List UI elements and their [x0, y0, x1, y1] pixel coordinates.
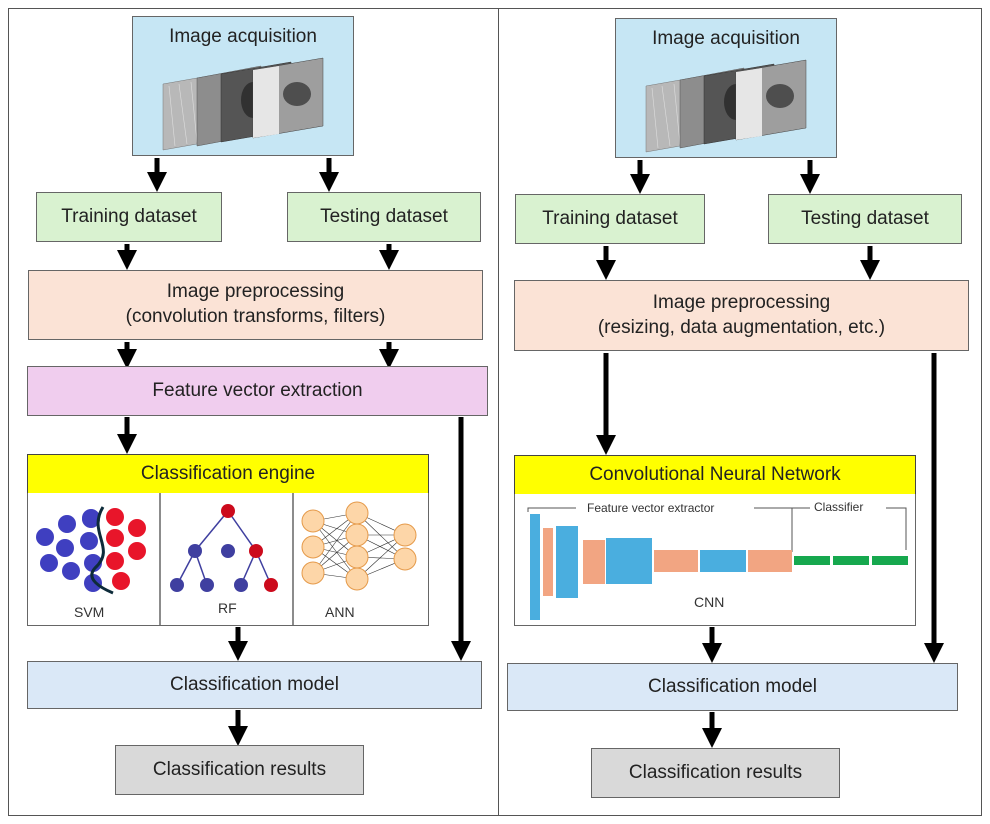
left-image-preprocessing-box: Image preprocessing (convolution transfo…: [28, 270, 483, 340]
left-classification-model-box: Classification model: [27, 661, 482, 709]
right-testing-dataset-label: Testing dataset: [801, 207, 929, 229]
left-testing-dataset-box: Testing dataset: [287, 192, 481, 242]
right-preprocessing-detail: (resizing, data augmentation, etc.): [597, 316, 886, 338]
feature-vector-extraction-box: Feature vector extraction: [27, 366, 488, 416]
left-preprocessing-title: Image preprocessing: [166, 281, 345, 303]
left-classification-results-box: Classification results: [115, 745, 364, 795]
right-classification-results-box: Classification results: [591, 748, 840, 798]
right-image-acquisition-label: Image acquisition: [652, 28, 800, 49]
svm-diagram: [36, 506, 146, 595]
right-image-stack-icon: [645, 59, 807, 152]
rf-label: RF: [218, 600, 237, 616]
left-training-dataset-label: Training dataset: [61, 205, 197, 227]
right-image-preprocessing-box: Image preprocessing (resizing, data augm…: [514, 280, 969, 351]
ann-label: ANN: [325, 604, 355, 620]
ann-diagram: [301, 501, 417, 591]
classification-engine-label: Classification engine: [140, 462, 316, 484]
left-classification-model-label: Classification model: [170, 673, 339, 695]
left-preprocessing-detail: (convolution transforms, filters): [125, 306, 386, 327]
classifier-methods: SVM RF ANN: [36, 493, 417, 626]
classifier-label: Classifier: [814, 500, 863, 514]
left-image-acquisition-box: Image acquisition: [132, 16, 354, 156]
left-training-dataset-box: Training dataset: [36, 192, 222, 242]
left-testing-dataset-label: Testing dataset: [320, 205, 448, 227]
right-preprocessing-title: Image preprocessing: [652, 291, 831, 313]
left-image-stack-icon: [162, 57, 324, 150]
cnn-title-label: Convolutional Neural Network: [589, 463, 841, 485]
cnn-architecture-diagram: Feature vector extractor Classifier CNN: [527, 500, 908, 620]
cnn-header: Convolutional Neural Network: [514, 455, 916, 495]
right-classification-model-box: Classification model: [507, 663, 958, 711]
left-classification-results-label: Classification results: [152, 758, 327, 780]
svm-label: SVM: [74, 604, 104, 620]
panel-deep-learning: [498, 8, 982, 816]
feature-vector-extraction-label: Feature vector extraction: [152, 379, 363, 401]
right-training-dataset-label: Training dataset: [542, 207, 678, 229]
right-testing-dataset-box: Testing dataset: [768, 194, 962, 244]
right-image-acquisition-box: Image acquisition: [615, 18, 837, 158]
feature-vector-extractor-label: Feature vector extractor: [587, 501, 714, 515]
cnn-label: CNN: [694, 594, 724, 610]
right-classification-results-label: Classification results: [628, 761, 803, 783]
right-classification-model-label: Classification model: [648, 675, 817, 697]
classification-engine-header: Classification engine: [27, 454, 429, 494]
left-image-acquisition-label: Image acquisition: [169, 26, 317, 47]
rf-tree-diagram: [170, 504, 278, 592]
right-training-dataset-box: Training dataset: [515, 194, 705, 244]
